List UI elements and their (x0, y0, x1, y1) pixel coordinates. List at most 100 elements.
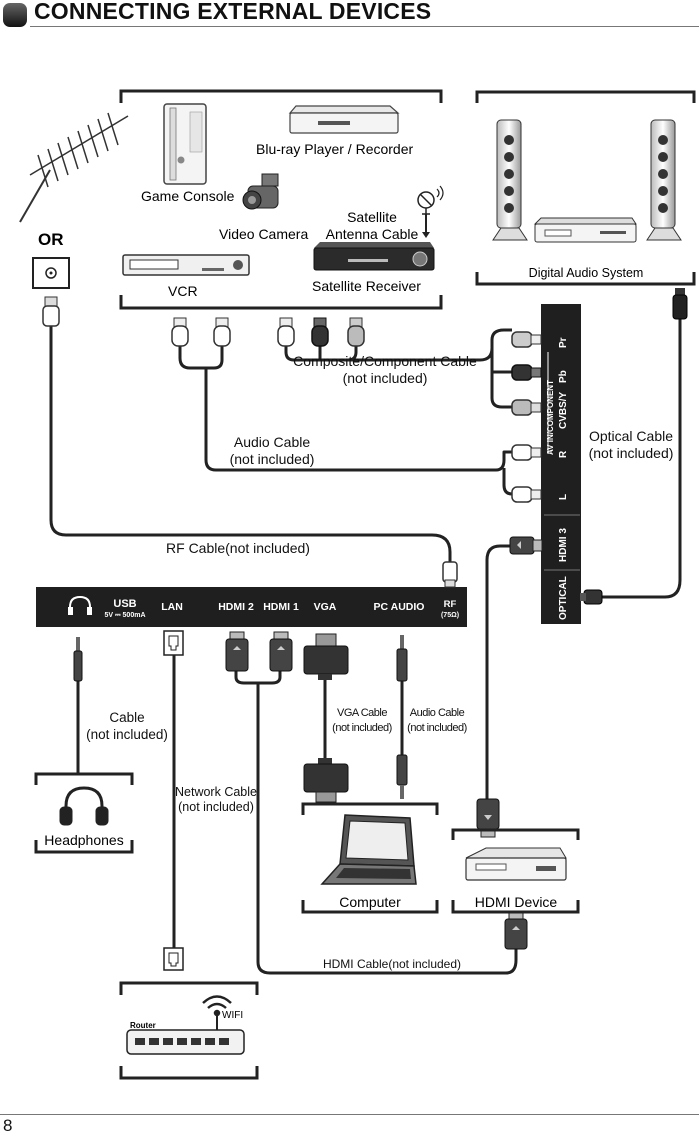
rca-plug (511, 364, 542, 381)
rf-sublabel: (75Ω) (441, 612, 459, 619)
audio-cable-label-2: (not included) (230, 451, 315, 467)
headphone-jack-plug (73, 637, 83, 682)
vga-cable-label-1: VGA Cable (337, 707, 387, 719)
back-panel: USB 5V ⎓ 500mA LAN HDMI 2 HDMI 1 VGA PC … (36, 587, 467, 627)
router-label: Router (130, 1021, 156, 1030)
side-panel-plugs (509, 331, 603, 605)
rf-cable-path (49, 325, 452, 575)
port-label-pr: Pr (558, 337, 569, 348)
rf-cable-label: RF Cable(not included) (166, 540, 310, 556)
rca-plug (171, 317, 189, 347)
headphone-cable-label-2: (not included) (86, 727, 168, 742)
bluray-label: Blu-ray Player / Recorder (256, 141, 414, 157)
satellite-dish-icon (417, 185, 444, 215)
pc-audio-cable-label-1: Audio Cable (410, 707, 465, 719)
audio-cable-label-1: Audio Cable (234, 434, 310, 450)
pc-audio-plug-bottom (396, 754, 408, 799)
computer-group: Computer (301, 802, 439, 914)
pc-audio-plug-top (396, 635, 408, 682)
pc-audio-label: PC AUDIO (374, 601, 425, 613)
dvd-player-icon (465, 847, 567, 881)
optical-cable-label-2: (not included) (589, 445, 674, 461)
page-number: 8 (3, 1116, 13, 1135)
hdmi-plug-device-top (476, 798, 500, 838)
port-label-hdmi3: HDMI 3 (558, 528, 569, 562)
optical-plug (580, 589, 603, 605)
optical-plug-top-icon (672, 288, 688, 320)
satellite-receiver-icon (313, 242, 435, 271)
video-camera-icon (242, 173, 279, 210)
hdmi-plug-device-bottom (504, 911, 528, 950)
side-panel: Pr Pb CVBS/Y R L HDMI 3 OPTICAL AV IN/CO… (541, 304, 581, 624)
audio-system-label: Digital Audio System (529, 266, 644, 280)
laptop-icon (320, 814, 417, 885)
hdmi-cable-path (234, 670, 282, 685)
rca-plug (511, 486, 542, 503)
page-title: CONNECTING EXTERNAL DEVICES (34, 0, 432, 24)
vga-cable-label-2: (not included) (332, 722, 392, 734)
speaker-right-icon (646, 119, 682, 241)
lan-plug-top (163, 630, 184, 656)
rca-plugs (171, 317, 365, 347)
network-cable-label-2: (not included) (178, 800, 254, 814)
source-devices-group: Blu-ray Player / Recorder Game Console V… (119, 89, 444, 347)
rca-plug (347, 317, 365, 347)
port-label-pb: Pb (558, 370, 569, 383)
vcr-icon (122, 254, 250, 276)
optical-cable-label-1: Optical Cable (589, 428, 673, 444)
port-label-cvbs: CVBS/Y (558, 391, 569, 429)
router-icon (126, 1029, 245, 1055)
headphone-port-icon (68, 595, 92, 615)
hdmi-device-label: HDMI Device (475, 894, 558, 910)
rca-plug (311, 317, 329, 347)
vga-label: VGA (314, 601, 337, 613)
hdmi2-label: HDMI 2 (218, 601, 254, 613)
rca-plug (511, 444, 542, 461)
lan-plug-bottom (163, 947, 184, 971)
bluray-player-icon (288, 105, 400, 134)
speaker-left-icon (492, 119, 528, 241)
title-bullet (3, 3, 27, 27)
hdmi1-plug (269, 631, 293, 672)
video-camera-label: Video Camera (219, 226, 308, 242)
av-component-label: AV IN/COMPONENT (546, 380, 555, 455)
cable-lines (49, 318, 682, 975)
port-label-optical: OPTICAL (558, 576, 569, 620)
headphones-icon (59, 786, 109, 826)
title-rule (30, 26, 699, 27)
vcr-label: VCR (168, 283, 198, 299)
or-label: OR (38, 230, 64, 249)
satellite-cable-label-1: Satellite (347, 209, 397, 225)
lan-label: LAN (161, 601, 183, 613)
antenna-icon (19, 112, 129, 223)
headphone-cable-label-1: Cable (109, 710, 144, 725)
hdmi-plug (509, 536, 543, 555)
rca-plug (213, 317, 231, 347)
optical-cable-path (600, 318, 682, 599)
satellite-cable-label-2: Antenna Cable (326, 226, 419, 242)
rf-label: RF (444, 599, 457, 610)
satellite-receiver-label: Satellite Receiver (312, 278, 421, 294)
rca-plug (511, 399, 542, 416)
wifi-label: WIFI (222, 1010, 243, 1021)
usb-sublabel: 5V ⎓ 500mA (105, 612, 146, 619)
rca-plug (511, 331, 542, 348)
computer-label: Computer (339, 894, 401, 910)
footer-rule (0, 1114, 699, 1115)
headphones-label: Headphones (44, 832, 123, 848)
pc-audio-cable-label-2: (not included) (407, 722, 467, 734)
network-cable-label-1: Network Cable (175, 785, 257, 799)
audio-system-group: Digital Audio System (475, 90, 696, 286)
port-label-l: L (558, 494, 569, 500)
hdmi1-label: HDMI 1 (263, 601, 299, 613)
hdmi-cable-label: HDMI Cable(not included) (323, 957, 461, 971)
composite-cable-label-1: Composite/Component Cable (293, 353, 477, 369)
hdmi2-plug (225, 631, 249, 672)
router-group: WIFI Router (119, 981, 259, 1080)
rf-plug-panel-icon (442, 561, 458, 588)
game-console-label: Game Console (141, 188, 235, 204)
rf-plug-icon (42, 296, 60, 327)
hdmi-device-group: HDMI Device (451, 828, 580, 914)
vga-plug-bottom (303, 758, 349, 803)
